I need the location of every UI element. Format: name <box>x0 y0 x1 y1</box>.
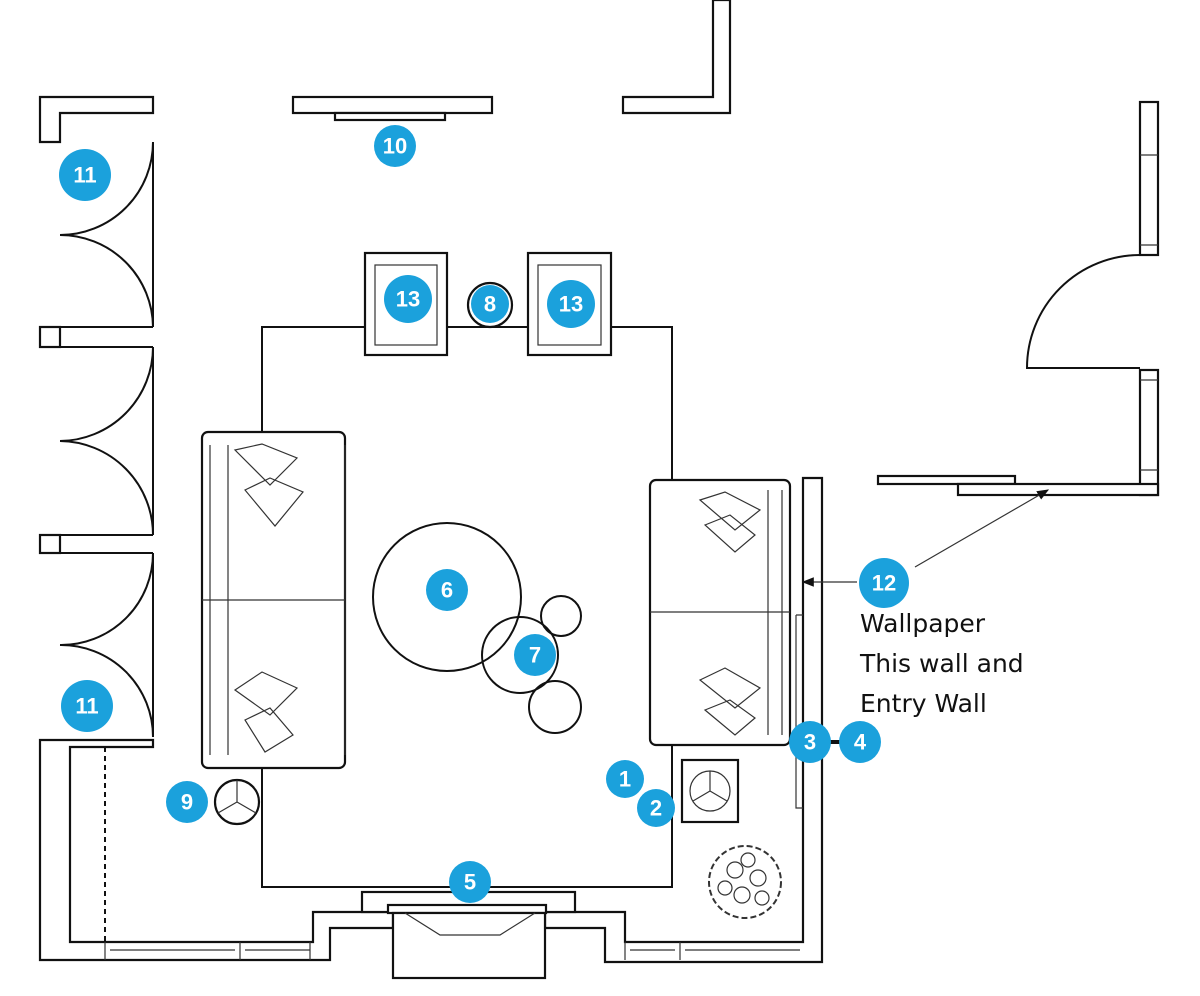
annotation-line-2: This wall and <box>860 649 1024 678</box>
badge-11-bottom: 11 <box>61 680 113 732</box>
badge-13-left: 13 <box>384 275 432 323</box>
badge-4: 4 <box>839 721 881 763</box>
wallpaper-annotation: Wallpaper This wall and Entry Wall <box>860 604 1024 724</box>
svg-text:8: 8 <box>484 292 496 317</box>
svg-text:1: 1 <box>619 767 631 792</box>
wall-panel <box>795 614 803 809</box>
svg-text:6: 6 <box>441 578 453 603</box>
badge-2: 2 <box>637 789 675 827</box>
plant-icon <box>708 845 782 919</box>
badge-10: 10 <box>374 125 416 167</box>
svg-text:12: 12 <box>872 571 896 596</box>
svg-text:5: 5 <box>464 870 476 895</box>
svg-text:7: 7 <box>529 643 541 668</box>
badge-13-right: 13 <box>547 280 595 328</box>
svg-text:3: 3 <box>804 730 816 755</box>
badge-11-top: 11 <box>59 149 111 201</box>
floor-lamp-left <box>213 778 261 826</box>
nesting-table-large <box>481 616 559 694</box>
svg-text:13: 13 <box>396 287 420 312</box>
nesting-table-small-top <box>540 595 582 637</box>
svg-text:11: 11 <box>73 163 96 188</box>
svg-text:11: 11 <box>75 694 98 719</box>
badge-1: 1 <box>606 760 644 798</box>
annotation-line-3: Entry Wall <box>860 689 987 718</box>
window-bottom <box>104 942 800 960</box>
wall-top-center <box>291 95 494 115</box>
floor-lamp-right <box>680 758 740 824</box>
wall-top-left <box>38 95 155 144</box>
wall-top-center-trim <box>333 111 447 122</box>
wall-bottom-right <box>543 476 824 964</box>
wall-bottom-left <box>38 738 395 962</box>
svg-text:10: 10 <box>383 134 407 159</box>
badge-7: 7 <box>514 634 556 676</box>
fireplace <box>386 903 548 980</box>
badge-3: 3 <box>789 721 831 763</box>
svg-text:2: 2 <box>650 796 662 821</box>
badge-8: 8 <box>471 285 509 323</box>
nesting-table-small-bottom <box>528 680 582 734</box>
arrow-to-entry-wall <box>914 489 1050 568</box>
badge-6: 6 <box>426 569 468 611</box>
svg-text:9: 9 <box>181 790 193 815</box>
wall-top-right <box>621 0 732 115</box>
badge-12: 12 <box>859 558 909 608</box>
svg-text:13: 13 <box>559 292 583 317</box>
sofa-right <box>648 478 792 747</box>
badge-9: 9 <box>166 781 208 823</box>
annotation-line-1: Wallpaper <box>860 609 986 638</box>
left-doors <box>38 141 154 738</box>
accent-chair-left <box>363 251 449 357</box>
coffee-table <box>372 522 522 672</box>
svg-text:4: 4 <box>854 730 867 755</box>
right-room <box>876 100 1160 497</box>
badge-5: 5 <box>449 861 491 903</box>
sofa-left <box>200 430 347 770</box>
